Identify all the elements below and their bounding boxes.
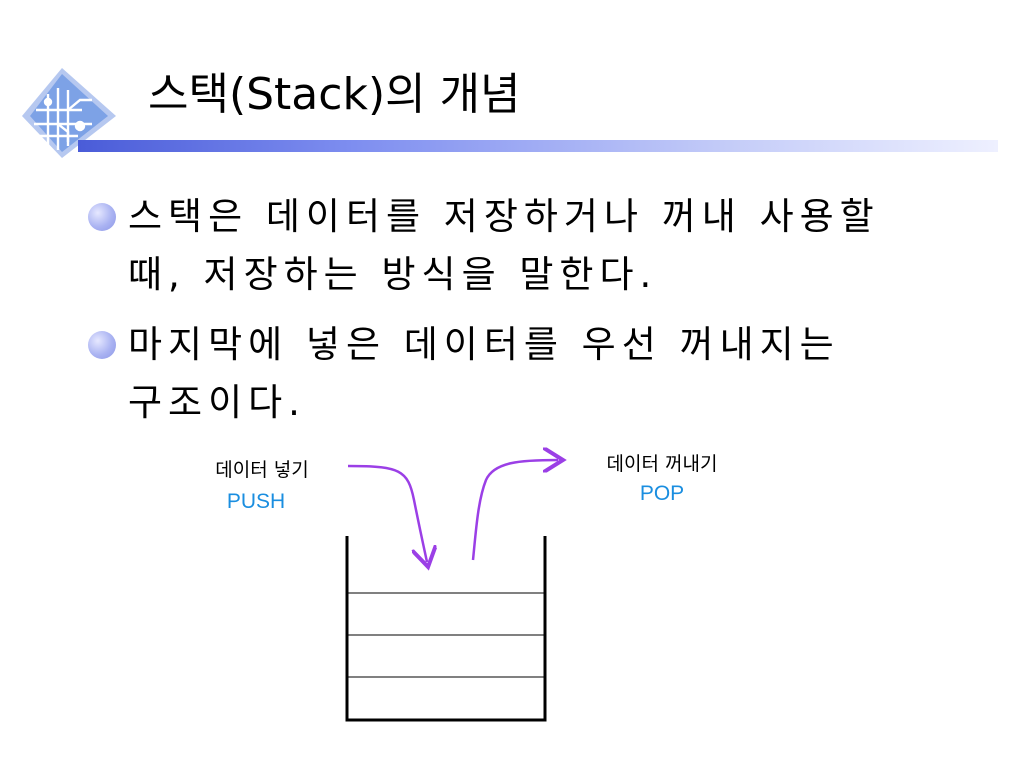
- bullet-dot-icon: [88, 331, 116, 359]
- pop-label: 데이터 꺼내기: [607, 453, 718, 475]
- pop-op-label: POP: [640, 482, 684, 505]
- bullet-text: 마지막에 넣은 데이터를 우선 꺼내지는 구조이다.: [128, 323, 840, 424]
- title-underline: [78, 140, 998, 152]
- bullet-dot-icon: [88, 203, 116, 231]
- circuit-chip-icon: [22, 68, 116, 158]
- bullet-item: 스택은 데이터를 저장하거나 꺼내 사용할 때, 저장하는 방식을 말한다.: [86, 188, 986, 304]
- bullet-text: 스택은 데이터를 저장하거나 꺼내 사용할 때, 저장하는 방식을 말한다.: [128, 195, 880, 296]
- push-label: 데이터 넣기: [215, 459, 308, 481]
- push-op-label: PUSH: [227, 490, 285, 513]
- bullet-item: 마지막에 넣은 데이터를 우선 꺼내지는 구조이다.: [86, 316, 986, 432]
- push-arrow: [347, 464, 427, 562]
- slide-title: 스택(Stack)의 개념: [148, 69, 521, 120]
- stack-container: [345, 536, 547, 722]
- pop-arrow: [471, 460, 558, 561]
- bullet-list: 스택은 데이터를 저장하거나 꺼내 사용할 때, 저장하는 방식을 말한다. 마…: [86, 188, 986, 444]
